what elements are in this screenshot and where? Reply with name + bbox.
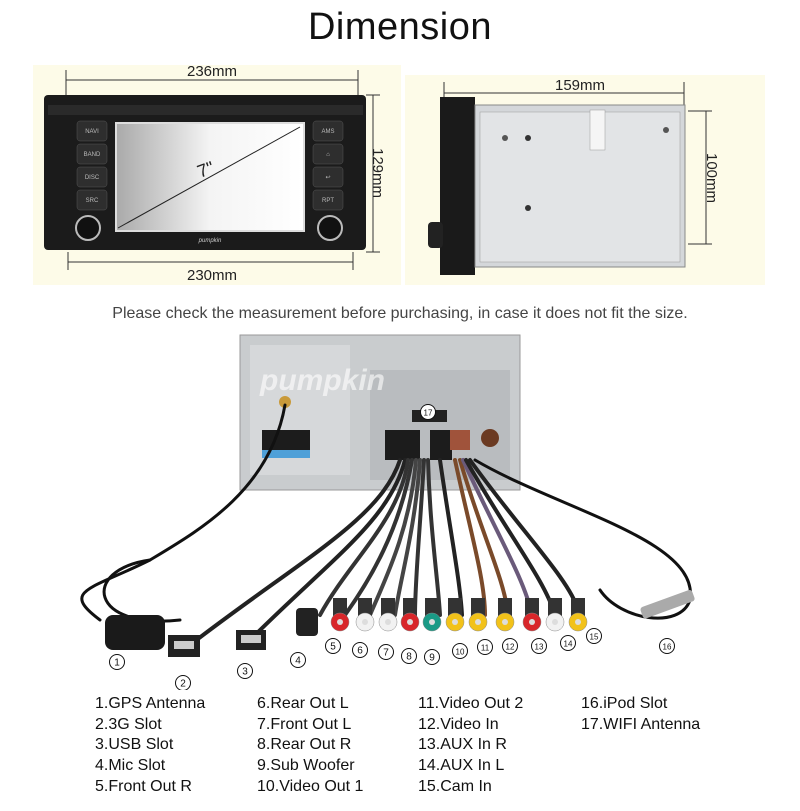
- ipod-slot-connector: [640, 589, 695, 619]
- measurement-note: Please check the measurement before purc…: [112, 305, 688, 322]
- front-height-label: 129mm: [369, 148, 386, 198]
- front-view-device: 236mm 7" NAVI BAND DISC SRC AMS ⌂ ↩ RPT pump…: [44, 63, 386, 284]
- legend-item: 5.Front Out R: [95, 777, 192, 795]
- button-label: BAND: [84, 152, 101, 158]
- rca-plug: [330, 598, 350, 632]
- rca-plug: [400, 598, 420, 632]
- rca-plug: [545, 598, 565, 632]
- rca-connectors: [330, 598, 588, 632]
- rca-plug: [355, 598, 375, 632]
- callout-number: 15: [590, 633, 599, 642]
- callout-17: 17: [420, 404, 436, 420]
- callout-12: 12: [502, 638, 518, 654]
- callout-10: 10: [452, 643, 468, 659]
- callout-11: 11: [477, 639, 493, 655]
- callout-number: 1: [114, 658, 120, 669]
- side-knob: [428, 222, 443, 248]
- screen-size-label: 7": [195, 157, 217, 181]
- legend-item: 6.Rear Out L: [257, 695, 349, 712]
- callout-5: 5: [325, 638, 341, 654]
- legend-item: 12.Video In: [418, 715, 499, 733]
- callout-number: 10: [456, 648, 465, 657]
- callout-3: 3: [237, 663, 253, 679]
- legend-item: 3.USB Slot: [95, 736, 174, 754]
- rca-plug: [468, 598, 488, 632]
- legend-item: 8.Rear Out R: [257, 736, 352, 754]
- button-label: SRC: [86, 198, 99, 204]
- rca-plug: [495, 598, 515, 632]
- button-label: AMS: [321, 129, 334, 135]
- callout-number: 16: [663, 643, 672, 652]
- legend-column-3: 11.Video Out 2 12.Video In 13.AUX In R 1…: [418, 694, 523, 798]
- legend-item: 16.iPod Slot: [581, 695, 668, 712]
- callout-number: 3: [242, 667, 248, 678]
- connectors: [105, 589, 695, 657]
- brand-logo: pumpkin: [198, 238, 222, 244]
- legend-item: 9.Sub Woofer: [257, 757, 355, 775]
- front-width-top-label: 236mm: [187, 63, 237, 80]
- callout-number: 17: [424, 409, 433, 418]
- legend-item: 15.Cam In: [418, 777, 492, 795]
- wifi-antenna-port: [481, 429, 499, 447]
- callout-16: 16: [659, 638, 675, 654]
- legend-column-4: 16.iPod Slot 17.WIFI Antenna: [581, 694, 700, 735]
- legend-item: 1.GPS Antenna: [95, 695, 206, 712]
- callout-number: 14: [564, 640, 573, 649]
- legend-column-1: 1.GPS Antenna 2.3G Slot 3.USB Slot 4.Mic…: [95, 694, 205, 798]
- dimension-drawing: 236mm 7" NAVI BAND DISC SRC AMS ⌂ ↩ RPT pump…: [44, 63, 720, 284]
- button-label: ↩: [325, 175, 330, 181]
- callout-number: 12: [506, 643, 515, 652]
- rca-plug: [445, 598, 465, 632]
- rca-plug: [378, 598, 398, 632]
- button-label: DISC: [85, 175, 100, 181]
- button-label: RPT: [322, 198, 334, 204]
- callout-number: 8: [406, 652, 412, 663]
- button-label: ⌂: [326, 152, 330, 158]
- right-knob: [317, 215, 343, 241]
- callout-number: 2: [180, 679, 186, 690]
- button-label: NAVI: [85, 129, 99, 135]
- depth-label: 159mm: [555, 77, 605, 94]
- callout-8: 8: [401, 648, 417, 664]
- callout-number: 9: [429, 653, 435, 664]
- callout-13: 13: [531, 638, 547, 654]
- legend-item: 2.3G Slot: [95, 715, 162, 733]
- callout-9: 9: [424, 649, 440, 665]
- legend-item: 7.Front Out L: [257, 715, 352, 733]
- page-title: Dimension: [307, 6, 493, 48]
- side-view-device: 159mm 100mm: [428, 77, 720, 275]
- callout-2: 2: [175, 675, 191, 690]
- gps-antenna-port: [279, 396, 291, 408]
- rca-plug: [422, 598, 442, 632]
- callout-1: 1: [109, 654, 125, 670]
- callout-number: 5: [330, 642, 336, 653]
- left-knob: [75, 215, 101, 241]
- rca-plug: [522, 598, 542, 632]
- chassis-height-label: 100mm: [703, 153, 720, 203]
- callout-number: 13: [535, 643, 544, 652]
- legend-column-2: 6.Rear Out L 7.Front Out L 8.Rear Out R …: [257, 694, 363, 798]
- callout-14: 14: [560, 635, 576, 651]
- legend-item: 13.AUX In R: [418, 736, 507, 754]
- front-width-bottom-label: 230mm: [187, 267, 237, 284]
- callout-number: 11: [481, 644, 490, 653]
- callout-number: 4: [295, 656, 301, 667]
- callout-6: 6: [352, 642, 368, 658]
- legend-item: 14.AUX In L: [418, 757, 505, 775]
- legend-item: 11.Video Out 2: [418, 695, 524, 712]
- mic-slot-connector: [296, 608, 318, 636]
- callout-number: 6: [357, 646, 363, 657]
- watermark-logo: pumpkin: [259, 364, 385, 397]
- callout-15: 15: [586, 628, 602, 644]
- rca-plug: [568, 598, 588, 632]
- legend-item: 17.WIFI Antenna: [581, 715, 701, 733]
- callout-7: 7: [378, 644, 394, 660]
- gps-antenna-module: [105, 615, 165, 650]
- callout-number: 7: [383, 648, 389, 659]
- legend-item: 4.Mic Slot: [95, 757, 166, 775]
- callout-4: 4: [290, 652, 306, 668]
- legend-item: 10.Video Out 1: [257, 777, 364, 795]
